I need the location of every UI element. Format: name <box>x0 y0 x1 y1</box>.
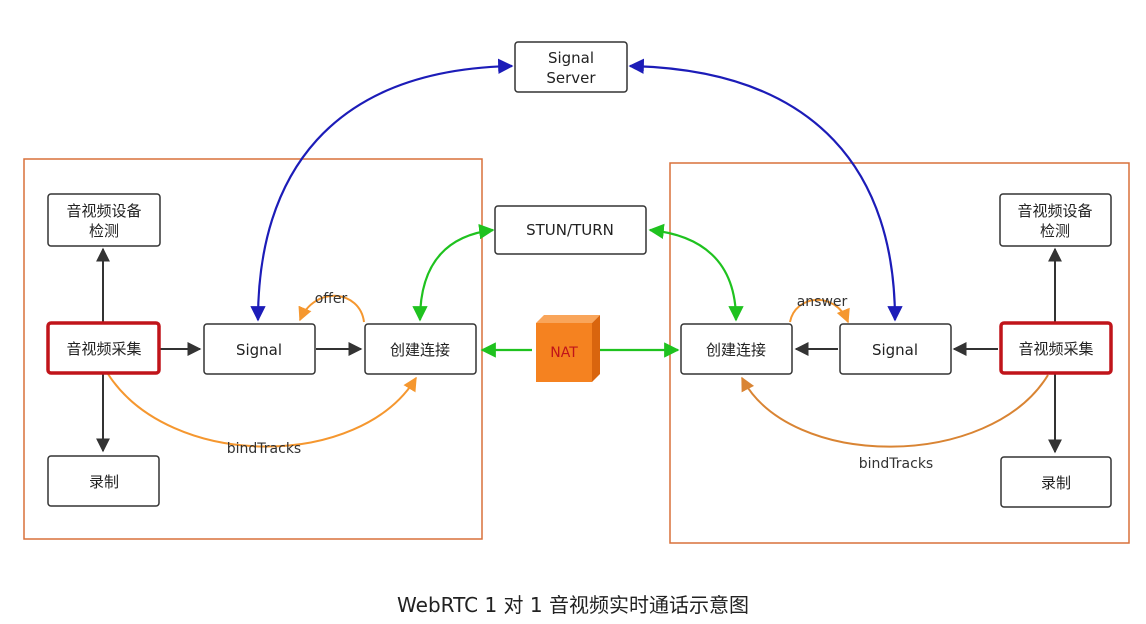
signal-server-box: Signal Server <box>514 41 628 93</box>
right-device-check-line2: 检测 <box>1040 222 1070 240</box>
right-connection-box: 创建连接 <box>680 323 793 375</box>
left-offer-label: offer <box>315 291 348 307</box>
signal-server-line2: Server <box>546 69 596 87</box>
right-bindtracks-label: bindTracks <box>859 456 933 472</box>
left-device-check-box: 音视频设备 检测 <box>47 193 161 247</box>
left-capture-label: 音视频采集 <box>66 340 141 358</box>
left-connection-label: 创建连接 <box>390 341 450 359</box>
left-signal-box: Signal <box>203 323 316 375</box>
left-bindtracks-arc <box>107 373 417 448</box>
left-device-check-line1: 音视频设备 <box>66 202 141 220</box>
right-connection-label: 创建连接 <box>706 341 766 359</box>
nat-block: NAT <box>536 315 600 382</box>
left-capture-box: 音视频采集 <box>46 321 161 375</box>
left-signal-label: Signal <box>236 341 282 359</box>
right-record-label: 录制 <box>1041 474 1071 492</box>
right-answer-label: answer <box>797 294 848 310</box>
stun-turn-label: STUN/TURN <box>526 221 614 239</box>
left-record-label: 录制 <box>89 473 119 491</box>
right-device-check-line1: 音视频设备 <box>1017 202 1092 220</box>
left-offer-arc <box>298 294 365 323</box>
right-capture-box: 音视频采集 <box>999 321 1113 375</box>
right-stun-link <box>648 223 744 322</box>
left-device-check-line2: 检测 <box>89 222 119 240</box>
stun-turn-box: STUN/TURN <box>494 205 647 255</box>
right-answer-arc <box>789 298 850 324</box>
left-signal-link <box>250 58 514 322</box>
right-bindtracks-arc <box>741 374 1049 448</box>
diagram-caption: WebRTC 1 对 1 音视频实时通话示意图 <box>397 593 749 617</box>
right-device-check-box: 音视频设备 检测 <box>999 193 1112 247</box>
left-stun-link <box>412 223 495 322</box>
right-capture-label: 音视频采集 <box>1018 340 1093 358</box>
left-bindtracks-label: bindTracks <box>227 441 301 457</box>
nat-label: NAT <box>550 345 578 361</box>
signal-server-line1: Signal <box>548 49 594 67</box>
right-signal-label: Signal <box>872 341 918 359</box>
right-signal-link <box>628 58 903 322</box>
right-record-box: 录制 <box>1000 456 1112 508</box>
left-connection-box: 创建连接 <box>364 323 477 375</box>
right-signal-box: Signal <box>839 323 952 375</box>
left-record-box: 录制 <box>47 455 160 507</box>
